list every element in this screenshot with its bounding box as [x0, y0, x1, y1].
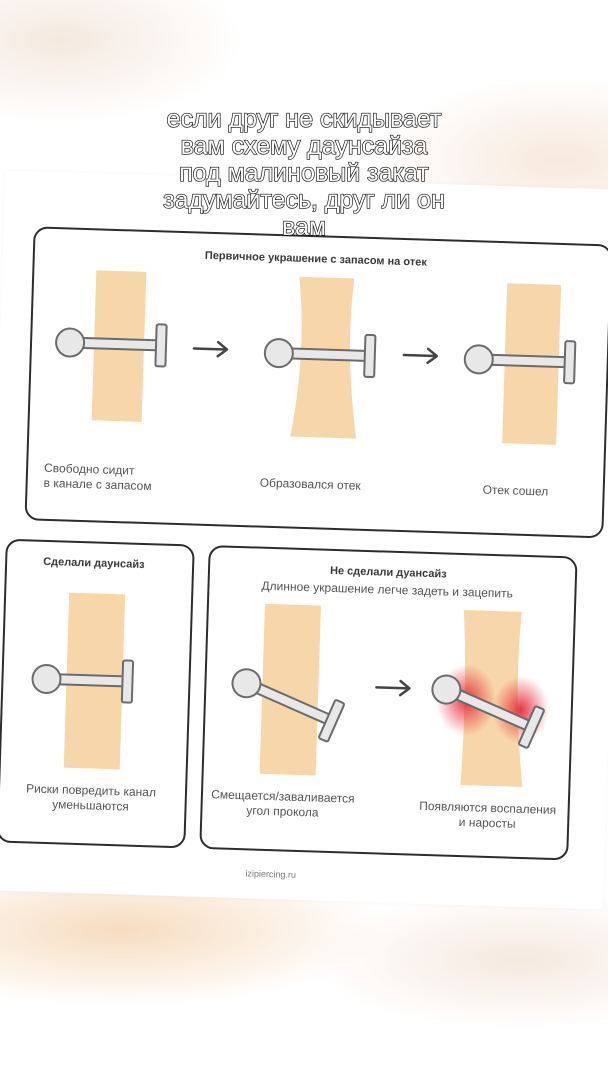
caption-text-line: задумайтесь, друг ли он [162, 186, 445, 214]
caption-line: Появляются воспаления [419, 798, 557, 818]
caption-text-line: если друг не скидывает [166, 105, 442, 133]
caption-line: Смещается/заваливается [211, 787, 355, 806]
caption-inflamed: Появляются воспаления и наросты [407, 798, 568, 833]
piercing-jewelry-icon [55, 323, 168, 368]
piercing-jewelry-icon [31, 659, 135, 704]
diagram-swelling [263, 276, 377, 439]
caption-swelling-gone: Отек сошел [482, 482, 549, 499]
diagram-swelling-gone [463, 283, 577, 445]
infographic-sheet: Первичное украшение с запасом на отек [0, 170, 608, 910]
piercing-jewelry-icon [263, 333, 377, 379]
caption-line: угол прокола [246, 803, 319, 820]
panel-subtitle: Длинное украшение легче задеть и зацепит… [261, 578, 514, 601]
diagram-downsized [31, 592, 135, 770]
diagram-free-fit [55, 270, 168, 422]
panel-title: Сделали даунсайз [42, 555, 145, 572]
caption-line: и наросты [458, 815, 516, 831]
caption-line: уменьшаются [52, 797, 130, 814]
site-url: izipiercing.ru [245, 868, 297, 880]
caption-text-line: под малиновый закат [179, 159, 430, 187]
piercing-jewelry-icon [463, 340, 577, 385]
piercing-jewelry-icon [231, 668, 345, 743]
caption-text-line: вам схему даунсайза [180, 132, 428, 160]
piercing-jewelry-icon [431, 674, 545, 749]
caption-text-line: вам [281, 213, 327, 241]
caption-line: в канале с запасом [43, 475, 152, 494]
diagram-shifted [231, 603, 345, 776]
meme-caption: если друг не скидывает вам схему даунсай… [74, 105, 534, 241]
caption-free-fit: Свободно сидит в канале с запасом [43, 461, 152, 494]
panel-title: Первичное украшение с запасом на отек [204, 249, 428, 269]
caption-downsize: Риски повредить канал уменьшаются [5, 781, 176, 816]
panel-downsize-not-done: Не сделали дуансайз Длинное украшение ле… [199, 545, 578, 861]
panel-title: Не сделали дуансайз [329, 564, 447, 581]
caption-line: Свободно сидит [43, 460, 135, 478]
caption-shifted: Смещается/заваливается угол прокола [202, 787, 363, 822]
caption-line: Риски повредить канал [25, 781, 157, 800]
arrow-right-icon [402, 347, 439, 365]
caption-swelling: Образовался отек [259, 475, 361, 493]
arrow-right-icon [192, 340, 229, 358]
diagram-inflamed [431, 610, 549, 787]
panel-downsize-done: Сделали даунсайз Риски повредить канал у… [0, 538, 195, 849]
skin-tissue [259, 603, 321, 776]
panel-initial-jewelry: Первичное украшение с запасом на отек [24, 226, 608, 539]
arrow-right-icon [375, 679, 411, 697]
